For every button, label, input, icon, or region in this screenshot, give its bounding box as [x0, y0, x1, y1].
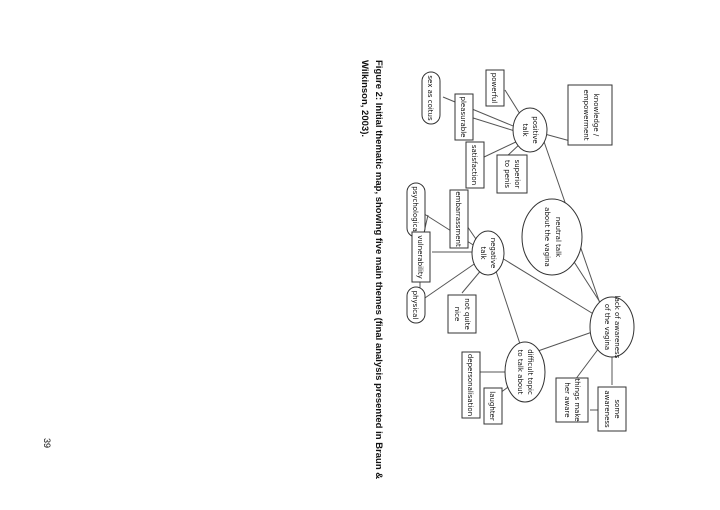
- node-physical: physical: [406, 286, 426, 324]
- caption-line-2: Wilkinson, 2003).: [359, 60, 370, 137]
- edge-negative-physical: [421, 259, 481, 301]
- node-label: embarrassment: [454, 191, 462, 247]
- node-label: talk: [521, 123, 529, 137]
- node-label: nice: [453, 307, 461, 322]
- node-lack-of-awareness: lack of awareness of the vagina: [589, 296, 635, 359]
- node-label: not quite: [463, 298, 471, 330]
- node-label: sex as coitus: [426, 75, 434, 121]
- node-label: some: [613, 399, 621, 418]
- node-label: powerful: [490, 73, 498, 104]
- node-satisfaction: satisfaction: [465, 141, 485, 189]
- node-label: superior: [513, 160, 521, 189]
- node-label: neutral talk: [554, 217, 562, 258]
- node-label: psychological: [411, 186, 419, 234]
- node-superior-to-penis: superior to penis: [496, 154, 528, 194]
- node-psychological: psychological: [406, 182, 426, 238]
- node-label: awareness: [603, 390, 611, 428]
- page-number: 39: [42, 438, 52, 448]
- node-label: satisfaction: [470, 145, 478, 185]
- node-things-make-her-aware: things make her aware: [555, 377, 589, 423]
- node-label: about the vagina: [543, 207, 551, 267]
- node-label: positive: [531, 116, 539, 143]
- edge-difficult-lack: [534, 329, 599, 353]
- node-pleasurable: pleasurable: [454, 93, 474, 141]
- node-label: laughter: [488, 391, 496, 421]
- edge-positive-satisfaction: [481, 139, 521, 159]
- node-negative-talk: negative talk: [471, 230, 505, 276]
- node-vulnerability: vulnerability: [411, 231, 431, 283]
- node-label: of the vagina: [603, 304, 611, 350]
- node-difficult-topic: difficult topic to talk about: [504, 341, 546, 403]
- node-label: to penis: [503, 160, 511, 188]
- node-label: difficult topic: [526, 349, 534, 395]
- node-powerful: powerful: [485, 69, 505, 107]
- node-positive-talk: positive talk: [512, 107, 548, 153]
- node-label: negative: [489, 238, 497, 269]
- edge-positive-sexascoitus: [442, 96, 519, 129]
- node-label: depersonalisation: [466, 354, 474, 416]
- figure-caption: Figure 2: Initial thematic map, showing …: [359, 60, 384, 479]
- edge-negative-difficult: [492, 261, 523, 351]
- node-sex-as-coitus: sex as coitus: [421, 71, 441, 125]
- node-label: to talk about: [516, 350, 524, 395]
- node-label: knowledge /: [592, 94, 600, 137]
- edge-negative-lack: [496, 254, 601, 319]
- node-not-quite-nice: not quite nice: [447, 294, 477, 334]
- node-label: things make: [573, 378, 581, 421]
- edge-positive-pleasurable: [469, 116, 519, 133]
- node-label: vulnerability: [416, 235, 424, 279]
- caption-line-1: Figure 2: Initial thematic map, showing …: [373, 60, 384, 479]
- node-label: talk: [479, 246, 487, 260]
- node-label: lack of awareness: [613, 296, 621, 359]
- node-embarrassment: embarrassment: [449, 189, 469, 249]
- page-number-text: 39: [42, 438, 52, 448]
- node-knowledge: knowledge / empowerment: [567, 84, 613, 146]
- node-depersonalisation: depersonalisation: [461, 351, 481, 419]
- node-some-awareness: some awareness: [597, 386, 627, 432]
- node-neutral-talk: neutral talk about the vagina: [521, 198, 583, 276]
- node-label: physical: [411, 291, 419, 320]
- node-label: her aware: [563, 382, 571, 417]
- node-label: empowerment: [582, 90, 590, 141]
- node-laughter: laughter: [483, 387, 503, 425]
- node-label: pleasurable: [459, 97, 467, 138]
